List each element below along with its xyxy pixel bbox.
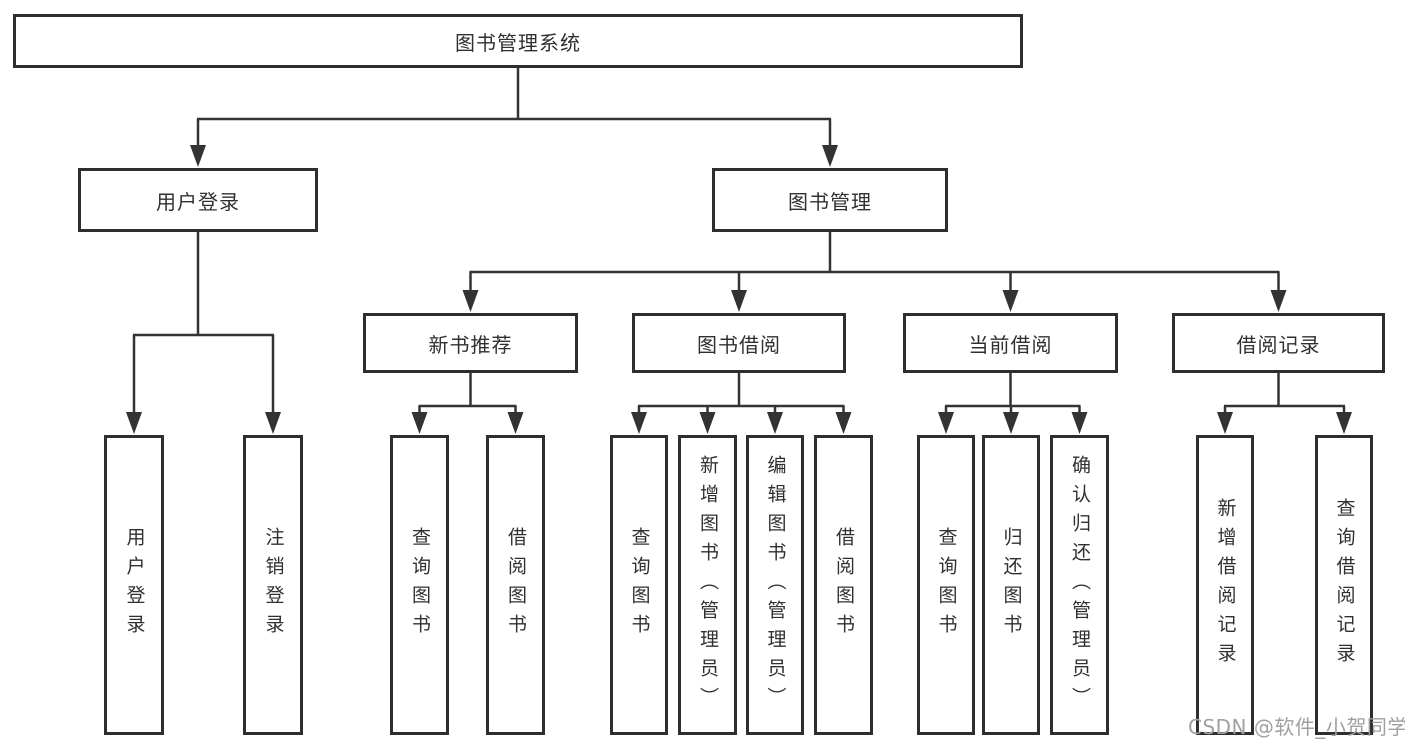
node-label: 查询图书: [628, 527, 651, 643]
node-label: 查询借阅记录: [1333, 498, 1356, 672]
leaf-borrow-books-borrow: 借阅图书: [814, 435, 873, 735]
node-label: 借阅图书: [505, 527, 527, 643]
node-label: 图书管理系统: [455, 30, 581, 55]
node-current-borrow: 当前借阅: [903, 313, 1118, 373]
node-label: 用户登录: [156, 189, 240, 214]
node-book-borrow: 图书借阅: [632, 313, 846, 373]
node-label: 注销登录: [262, 527, 285, 643]
node-label: 查询图书: [409, 527, 431, 643]
leaf-query-borrow-record: 查询借阅记录: [1315, 435, 1373, 735]
leaf-add-borrow-record: 新增借阅记录: [1196, 435, 1254, 735]
node-label: 当前借阅: [968, 332, 1053, 357]
node-library-system: 图书管理系统: [13, 14, 1023, 68]
leaf-logout-login: 注销登录: [243, 435, 303, 735]
node-label: 查询图书: [935, 527, 958, 643]
node-label: 新增借阅记录: [1214, 498, 1237, 672]
leaf-query-books-current: 查询图书: [917, 435, 975, 735]
leaf-confirm-return-admin: 确认归还（管理员）: [1050, 435, 1109, 735]
node-label: 借阅记录: [1236, 332, 1321, 357]
node-new-book-recommend: 新书推荐: [363, 313, 578, 373]
leaf-return-books: 归还图书: [982, 435, 1040, 735]
node-label: 借阅图书: [833, 527, 855, 643]
leaf-query-books-recommend: 查询图书: [390, 435, 449, 735]
node-borrow-records: 借阅记录: [1172, 313, 1385, 373]
connector-path: [132, 68, 1346, 414]
node-label: 用户登录: [123, 527, 146, 643]
node-label: 归还图书: [1000, 527, 1023, 643]
leaf-edit-books-admin: 编辑图书（管理员）: [746, 435, 804, 735]
node-label: 编辑图书（管理员）: [764, 454, 787, 716]
node-label: 确认归还（管理员）: [1069, 454, 1091, 716]
node-label: 图书管理: [788, 189, 872, 214]
leaf-query-books-borrow: 查询图书: [610, 435, 668, 735]
watermark: CSDN @软件_小贺同学: [1188, 715, 1405, 739]
leaf-add-books-admin: 新增图书（管理员）: [678, 435, 737, 735]
leaf-user-login: 用户登录: [104, 435, 164, 735]
node-label: 新书推荐: [428, 332, 513, 357]
node-label: 图书借阅: [697, 332, 781, 357]
leaf-borrow-books-recommend: 借阅图书: [486, 435, 545, 735]
node-user-login: 用户登录: [78, 168, 318, 232]
node-book-management: 图书管理: [712, 168, 948, 232]
node-label: 新增图书（管理员）: [697, 454, 719, 716]
